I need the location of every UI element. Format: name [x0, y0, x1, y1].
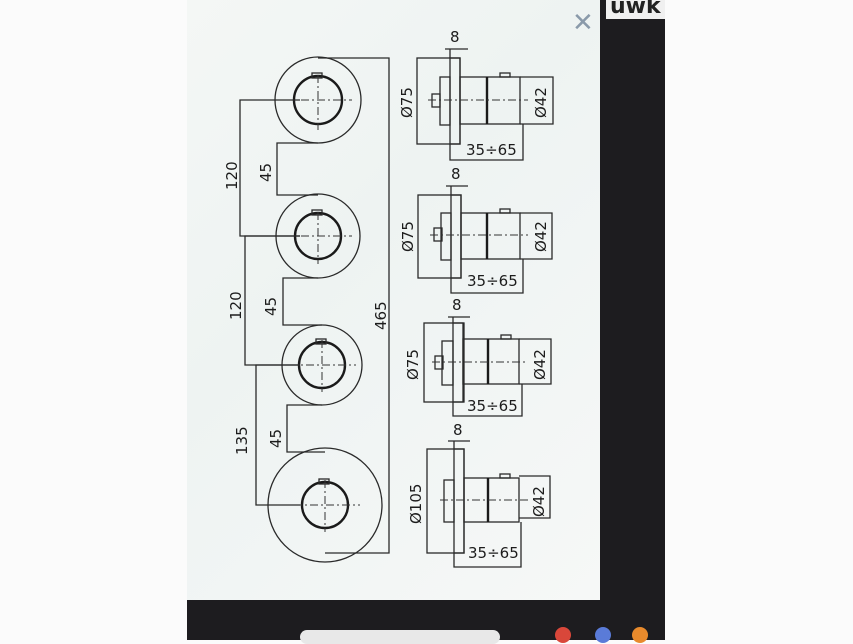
app-icon[interactable]: [595, 627, 611, 643]
side-view-1: 8 Ø75 Ø42 35÷65: [398, 28, 554, 161]
taskbar-search[interactable]: [300, 630, 500, 644]
close-icon[interactable]: ✕: [572, 8, 594, 38]
depth-range-label-3: 35÷65: [467, 397, 518, 415]
firefox-icon[interactable]: [632, 627, 648, 643]
overall-height-label: 465: [372, 301, 390, 330]
body-diameter-label-2: Ø42: [532, 221, 550, 252]
gap-label-2: 45: [262, 297, 280, 316]
side-view-4: 8 Ø105 Ø42 35÷65: [407, 421, 551, 568]
spacing-label-3: 135: [233, 426, 251, 455]
body-diameter-label-3: Ø42: [531, 349, 549, 380]
depth-range-label-1: 35÷65: [466, 141, 517, 159]
depth-range-label-4: 35÷65: [468, 544, 519, 562]
plate-diameter-label-4: Ø105: [407, 484, 425, 524]
flange-label-3: 8: [452, 296, 462, 314]
plate-diameter-label-3: Ø75: [404, 349, 422, 380]
body-diameter-label-1: Ø42: [532, 87, 550, 118]
chrome-icon[interactable]: [555, 627, 571, 643]
body-diameter-label-4: Ø42: [530, 486, 548, 517]
side-view-3: 8 Ø75 Ø42 35÷65: [404, 296, 552, 417]
spacing-label-1: 120: [223, 161, 241, 190]
flange-label-2: 8: [451, 165, 461, 183]
gap-label-3: 45: [267, 429, 285, 448]
flange-label-4: 8: [453, 421, 463, 439]
side-view-2: 8 Ø75 Ø42 35÷65: [399, 165, 553, 294]
background-window-text: uwk: [606, 0, 665, 19]
flange-label-1: 8: [450, 28, 460, 46]
plate-diameter-label-1: Ø75: [398, 87, 416, 118]
spacing-label-2: 120: [227, 291, 245, 320]
plate-diameter-label-2: Ø75: [399, 221, 417, 252]
depth-range-label-2: 35÷65: [467, 272, 518, 290]
gap-label-1: 45: [257, 163, 275, 182]
front-view: 465 120 120 135 45 45 45: [223, 56, 390, 563]
